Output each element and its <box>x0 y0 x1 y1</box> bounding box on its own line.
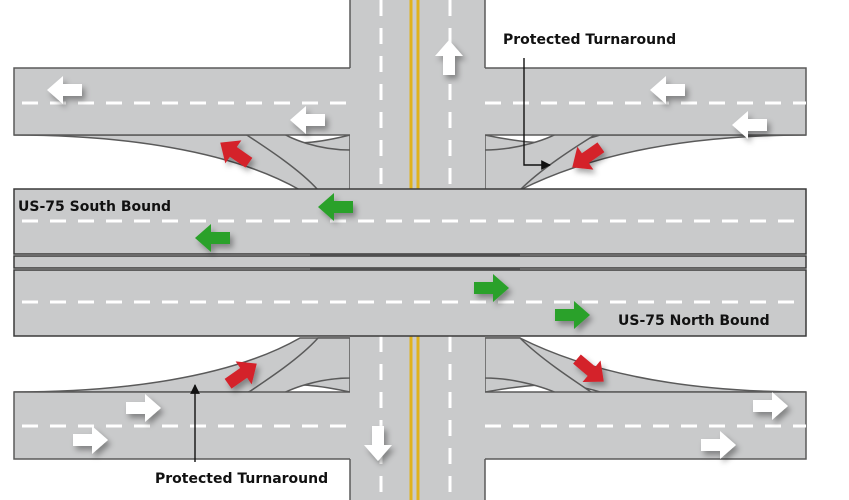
frontage-lane-markings <box>22 101 806 428</box>
highway <box>13 188 807 337</box>
bottom-callout-label: Protected Turnaround <box>155 471 328 487</box>
top-callout-label: Protected Turnaround <box>503 32 676 48</box>
callout-pointers <box>190 58 551 462</box>
northbound-label: US-75 North Bound <box>618 313 770 329</box>
median <box>13 255 807 269</box>
southbound-label: US-75 South Bound <box>18 199 171 215</box>
callout-pointer-icon <box>523 58 551 170</box>
